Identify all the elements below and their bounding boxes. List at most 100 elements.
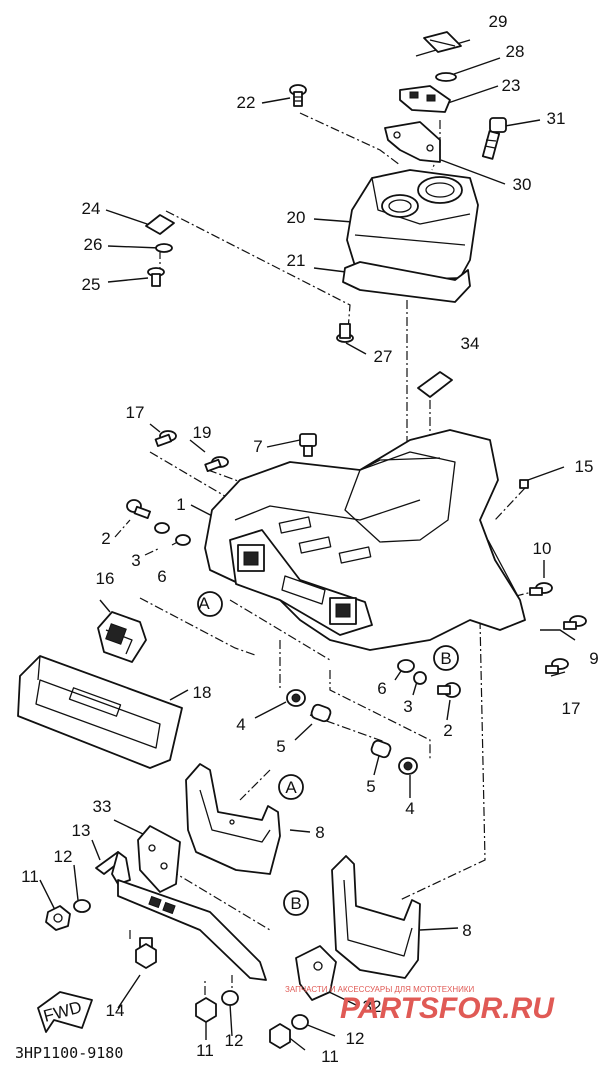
grommet-6-left [175, 534, 191, 546]
part-number-p17b: 17 [562, 699, 581, 718]
part-number-p16: 16 [96, 569, 115, 588]
part-number-p4a: 4 [236, 715, 245, 734]
screw-7 [299, 433, 317, 457]
reference-A-bottom [278, 774, 304, 800]
part-number-p30: 30 [513, 175, 532, 194]
screw-2-right [437, 682, 461, 698]
part-number-p8b: 8 [462, 921, 471, 940]
washer-3-right [413, 671, 427, 685]
part-number-p1: 1 [176, 495, 185, 514]
ref-B-top-text: B [440, 649, 451, 668]
screw-19 [204, 456, 229, 473]
fwd-arrow-icon [37, 991, 93, 1033]
part-number-p15: 15 [575, 457, 594, 476]
watermark-tagline: ЗАПЧАСТИ И АКСЕССУАРЫ ДЛЯ МОТОТЕХНИКИ [285, 985, 475, 994]
mud-flap-8-left [185, 763, 281, 875]
part-number-p11a: 11 [21, 867, 39, 886]
diagram-code: 3HP1100-9180 [15, 1044, 123, 1062]
part-number-p17a: 17 [126, 403, 145, 422]
part-number-p11c: 11 [321, 1047, 339, 1066]
screw-17-top [154, 430, 177, 447]
grille-18 [17, 655, 183, 769]
screw-2-left [126, 499, 151, 520]
part-number-p2a: 2 [101, 529, 110, 548]
part-number-p12c: 12 [346, 1029, 365, 1048]
part-number-p33: 33 [93, 797, 112, 816]
grommet-4-right [398, 757, 418, 775]
part-number-p12b: 12 [225, 1031, 244, 1050]
meter-cover-assembly [145, 31, 507, 398]
part-number-p24: 24 [82, 199, 101, 218]
washer-3-left [154, 522, 170, 534]
screw-9 [563, 615, 587, 630]
stay-30 [384, 121, 441, 163]
plate-24 [145, 214, 175, 235]
nut-11-left [45, 905, 71, 931]
part-number-p21: 21 [287, 251, 306, 270]
washer-26 [155, 243, 173, 253]
mud-flap-8-right [331, 855, 421, 979]
part-number-p29: 29 [489, 12, 508, 31]
gasket-21 [342, 261, 471, 303]
washer-12-left [73, 899, 91, 913]
part-number-p5a: 5 [276, 737, 285, 756]
screw-17-right [545, 658, 569, 674]
ref-A-bottom-text: A [285, 778, 297, 797]
washer-28 [435, 72, 457, 82]
part-number-p25: 25 [82, 275, 101, 294]
grommet-6-right [397, 659, 415, 673]
part-number-p9: 9 [589, 649, 598, 668]
reference-B-bottom [283, 890, 309, 916]
grommet-34 [417, 371, 453, 398]
part-number-p11b: 11 [196, 1041, 214, 1060]
part-number-p8a: 8 [315, 823, 324, 842]
part-number-p19: 19 [193, 423, 212, 442]
part-number-p4b: 4 [405, 799, 414, 818]
part-number-p14: 14 [106, 1001, 125, 1020]
part-number-p6a: 6 [157, 567, 166, 586]
plate-29 [423, 31, 462, 53]
screw-10 [529, 582, 553, 596]
part-number-p12a: 12 [54, 847, 73, 866]
reflector-16 [97, 611, 147, 663]
front-fender-1 [204, 429, 526, 651]
part-number-p23: 23 [502, 76, 521, 95]
ref-B-bottom-text: B [290, 894, 301, 913]
part-number-p7: 7 [253, 437, 262, 456]
part-number-p31: 31 [547, 109, 566, 128]
reference-A-top [197, 591, 223, 617]
part-number-p22: 22 [237, 93, 256, 112]
part-number-p27: 27 [374, 347, 393, 366]
bracket-23 [399, 85, 451, 113]
part-number-p32: 32 [363, 997, 382, 1016]
washer-12-right [291, 1014, 309, 1030]
ref-A-top-text: A [198, 594, 210, 613]
screw-25 [147, 267, 165, 287]
collar-5-right [370, 739, 392, 759]
part-number-p5b: 5 [366, 777, 375, 796]
part-number-p28: 28 [506, 42, 525, 61]
part-number-p2b: 2 [443, 721, 452, 740]
part-number-p3b: 3 [403, 697, 412, 716]
collar-5-left [310, 703, 332, 723]
part-number-p3a: 3 [131, 551, 140, 570]
screw-27 [336, 323, 354, 343]
bracket-32 [295, 945, 337, 1001]
washer-12-mid [221, 990, 239, 1006]
nut-11-right [269, 1023, 291, 1049]
reference-B-top [433, 645, 459, 671]
part-number-p20: 20 [287, 208, 306, 227]
part-number-p13: 13 [72, 821, 91, 840]
part-number-p26: 26 [84, 235, 103, 254]
part-number-p34: 34 [461, 334, 480, 353]
screw-15 [519, 479, 529, 489]
part-number-p10: 10 [533, 539, 552, 558]
bolt-31 [481, 117, 507, 160]
screw-22 [289, 84, 307, 107]
part-number-p6b: 6 [377, 679, 386, 698]
part-number-p18: 18 [193, 683, 212, 702]
meter-cover-20 [346, 169, 479, 281]
